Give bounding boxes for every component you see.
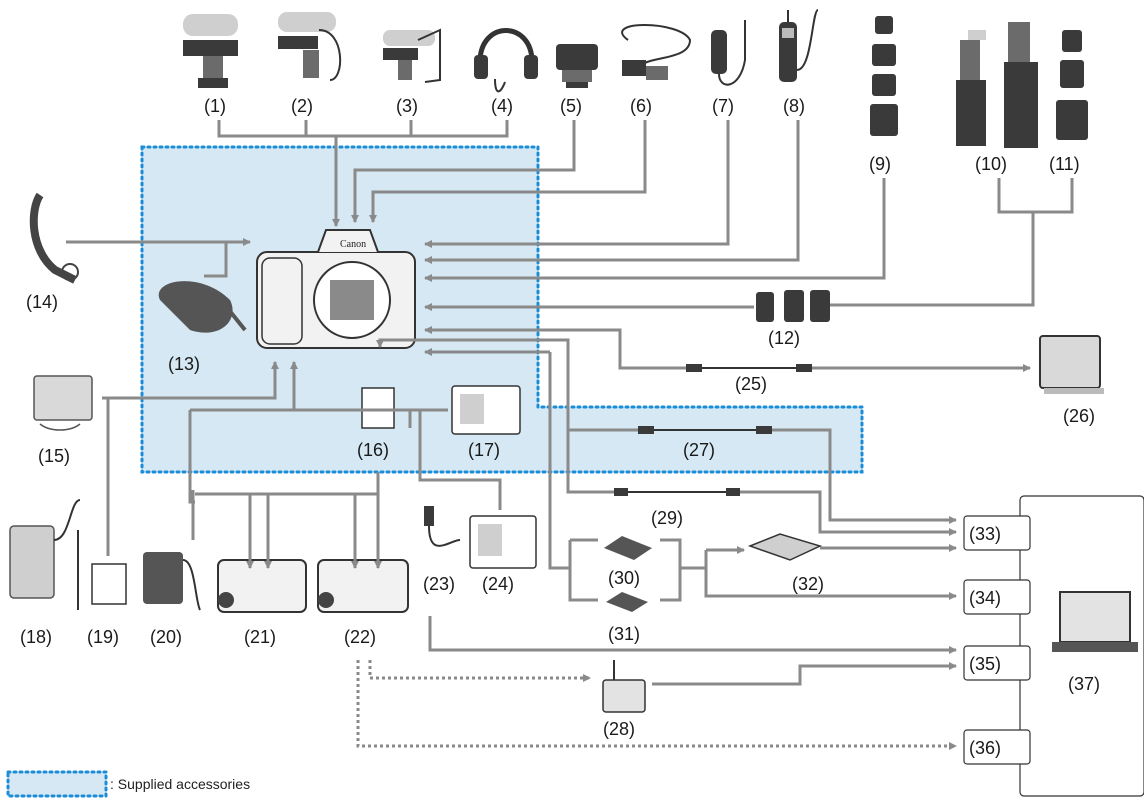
hand-strap-icon — [34, 195, 78, 280]
rf-lenses-icon — [870, 16, 898, 136]
ef-lenses-icon — [1056, 30, 1088, 140]
sd-card-icon — [606, 592, 648, 612]
label-30: (30) — [608, 568, 640, 588]
label-31: (31) — [608, 624, 640, 644]
soft-case-icon — [34, 376, 92, 430]
label-24: (24) — [482, 574, 514, 594]
mount-adapters-icon — [756, 290, 830, 322]
label-15: (15) — [38, 446, 70, 466]
label-22: (22) — [344, 627, 376, 647]
label-32: (32) — [792, 574, 824, 594]
legend-label: : Supplied accessories — [110, 776, 250, 792]
label-19: (19) — [87, 627, 119, 647]
wireless-transmitter-icon — [603, 660, 645, 712]
label-23: (23) — [423, 574, 455, 594]
legend: : Supplied accessories — [8, 772, 250, 796]
battery-grip-icon — [218, 560, 306, 612]
label-9: (9) — [869, 154, 891, 174]
label-7: (7) — [712, 96, 734, 116]
label-2: (2) — [291, 96, 313, 116]
dc-coupler-adapter-icon — [622, 25, 690, 80]
label-36: (36) — [969, 738, 1001, 758]
label-37: (37) — [1068, 674, 1100, 694]
label-16: (16) — [357, 440, 389, 460]
usb-cable-icon — [614, 488, 740, 496]
battery-charger-2-icon — [470, 516, 536, 568]
label-12: (12) — [768, 328, 800, 348]
label-34: (34) — [969, 588, 1001, 608]
label-20: (20) — [150, 627, 182, 647]
label-14: (14) — [26, 292, 58, 312]
label-33: (33) — [969, 524, 1001, 544]
cfexpress-card-icon — [604, 536, 652, 560]
label-4: (4) — [491, 96, 513, 116]
label-6: (6) — [630, 96, 652, 116]
computer-icon — [1052, 592, 1138, 652]
hdmi-cable-icon — [686, 364, 812, 372]
stereo-microphone-icon — [183, 14, 238, 88]
label-1: (1) — [204, 96, 226, 116]
tv-monitor-icon — [1040, 336, 1104, 394]
ef-telephoto-lenses-icon — [956, 22, 1038, 148]
label-18: (18) — [20, 627, 52, 647]
shotgun-microphone-icon — [278, 12, 340, 80]
ac-adapter-icon — [10, 500, 80, 598]
headphones-icon — [474, 31, 538, 92]
label-26: (26) — [1063, 406, 1095, 426]
label-28: (28) — [603, 719, 635, 739]
label-25: (25) — [735, 374, 767, 394]
label-3: (3) — [396, 96, 418, 116]
label-29: (29) — [651, 508, 683, 528]
compact-power-adapter-icon — [143, 552, 200, 610]
card-reader-icon — [750, 534, 820, 560]
car-battery-cable-icon — [424, 506, 460, 546]
battery-pack-icon — [362, 388, 394, 428]
label-13: (13) — [168, 354, 200, 374]
label-27: (27) — [683, 440, 715, 460]
speedlite-flash-icon — [556, 44, 598, 88]
timer-remote-controller-icon — [779, 10, 818, 82]
canon-logo: Canon — [340, 239, 366, 250]
battery-charger-icon — [452, 386, 520, 434]
label-10: (10) — [975, 154, 1007, 174]
remote-switch-icon — [711, 20, 745, 85]
legend-swatch — [8, 772, 106, 796]
label-17: (17) — [468, 440, 500, 460]
compact-microphone-icon — [383, 30, 440, 82]
label-21: (21) — [244, 627, 276, 647]
label-5: (5) — [560, 96, 582, 116]
battery-grip-wireless-icon — [318, 560, 408, 612]
dc-coupler-icon — [78, 530, 126, 610]
label-11: (11) — [1049, 154, 1080, 174]
label-35: (35) — [969, 654, 1001, 674]
label-8: (8) — [783, 96, 805, 116]
